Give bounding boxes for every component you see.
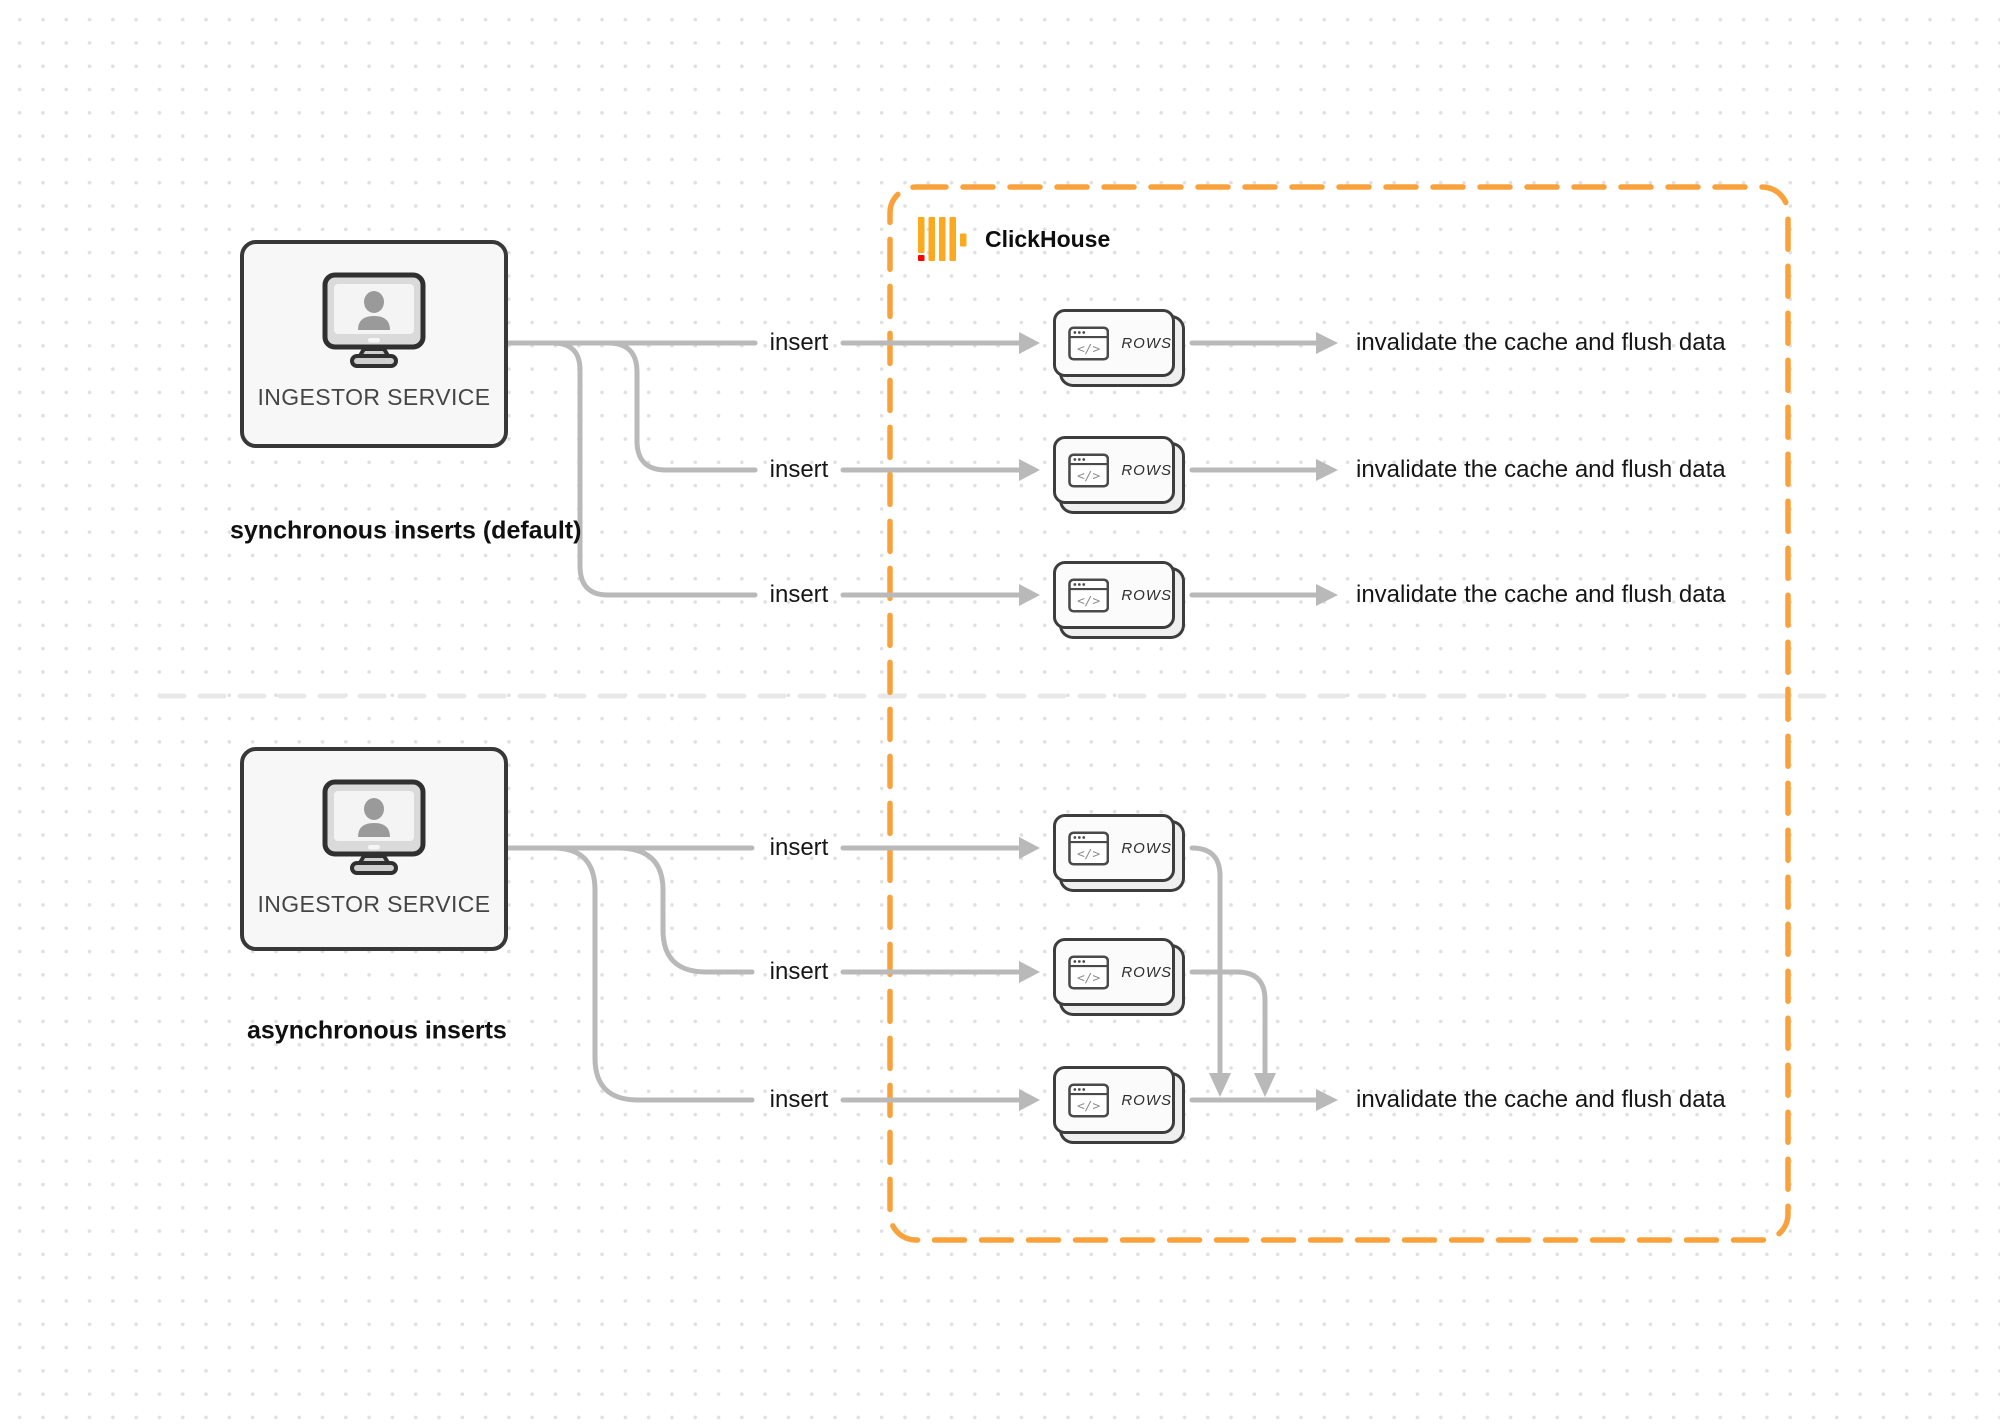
arrowhead-async-down-1 (1209, 1073, 1231, 1097)
rows-card-sync-3: </> ROWS (1053, 561, 1175, 629)
wire-async-branch-3 (550, 845, 755, 1103)
async-section-caption: asynchronous inserts (247, 1016, 507, 1045)
code-window-icon: </> (1068, 1082, 1110, 1118)
arrowhead-sync-out-1 (1316, 332, 1338, 354)
wire-async-flush-down-1 (1189, 845, 1223, 1075)
result-label-sync-2: invalidate the cache and flush data (1356, 456, 1726, 483)
wire-async-branch-2 (615, 845, 755, 975)
arrowhead-async-insert-2 (1019, 961, 1040, 983)
clickhouse-boundary-frame (887, 184, 1791, 1243)
result-label-sync-3: invalidate the cache and flush data (1356, 581, 1726, 608)
code-glyph: </> (1077, 341, 1100, 356)
code-glyph: </> (1077, 970, 1100, 985)
rows-card-sync-1: </> ROWS (1053, 309, 1175, 377)
rows-label: ROWS (1121, 461, 1172, 479)
insert-label-async-2: insert (769, 958, 829, 985)
rows-label: ROWS (1121, 586, 1172, 604)
rows-card-sync-2: </> ROWS (1053, 436, 1175, 504)
code-window-icon: </> (1068, 954, 1110, 990)
clickhouse-label: ClickHouse (985, 225, 1111, 252)
code-window-icon: </> (1068, 830, 1110, 866)
result-label-sync-1: invalidate the cache and flush data (1356, 329, 1726, 356)
rows-card-async-2: </> ROWS (1053, 938, 1175, 1006)
code-glyph: </> (1077, 593, 1100, 608)
rows-label: ROWS (1121, 1091, 1172, 1109)
code-glyph: </> (1077, 1098, 1100, 1113)
insert-label-async-1: insert (769, 834, 829, 861)
insert-label-sync-1: insert (769, 329, 829, 356)
rows-label: ROWS (1121, 839, 1172, 857)
result-label-async: invalidate the cache and flush data (1356, 1086, 1726, 1113)
ingestor-service-label: INGESTOR SERVICE (257, 384, 491, 410)
code-window-icon: </> (1068, 452, 1110, 488)
insert-label-async-3: insert (769, 1086, 829, 1113)
insert-label-sync-2: insert (769, 456, 829, 483)
arrowhead-async-down-2 (1254, 1073, 1276, 1097)
workstation-icon (322, 779, 426, 875)
arrowhead-async-out (1316, 1089, 1338, 1111)
ingestor-service-box-sync: INGESTOR SERVICE (240, 240, 508, 448)
wire-sync-branch-3 (550, 340, 758, 598)
arrowhead-sync-insert-2 (1019, 459, 1040, 481)
arrowhead-async-insert-3 (1019, 1089, 1040, 1111)
code-window-icon: </> (1068, 577, 1110, 613)
arrowhead-sync-out-3 (1316, 584, 1338, 606)
rows-label: ROWS (1121, 334, 1172, 352)
code-glyph: </> (1077, 846, 1100, 861)
rows-label: ROWS (1121, 963, 1172, 981)
arrowhead-async-insert-1 (1019, 837, 1040, 859)
clickhouse-logo: ClickHouse (918, 214, 1110, 264)
wire-async-flush-down-2 (1189, 969, 1268, 1075)
arrowhead-sync-insert-3 (1019, 584, 1040, 606)
code-window-icon: </> (1068, 325, 1110, 361)
arrowhead-sync-insert-1 (1019, 332, 1040, 354)
ingestor-service-box-async: INGESTOR SERVICE (240, 747, 508, 951)
sync-section-caption: synchronous inserts (default) (230, 516, 582, 545)
workstation-icon (322, 272, 426, 368)
arrowhead-sync-out-2 (1316, 459, 1338, 481)
rows-card-async-1: </> ROWS (1053, 814, 1175, 882)
code-glyph: </> (1077, 468, 1100, 483)
ingestor-service-label: INGESTOR SERVICE (257, 891, 491, 917)
clickhouse-bars-icon (918, 217, 967, 261)
wire-sync-branch-2 (605, 340, 758, 473)
insert-label-sync-3: insert (769, 581, 829, 608)
rows-card-async-3: </> ROWS (1053, 1066, 1175, 1134)
